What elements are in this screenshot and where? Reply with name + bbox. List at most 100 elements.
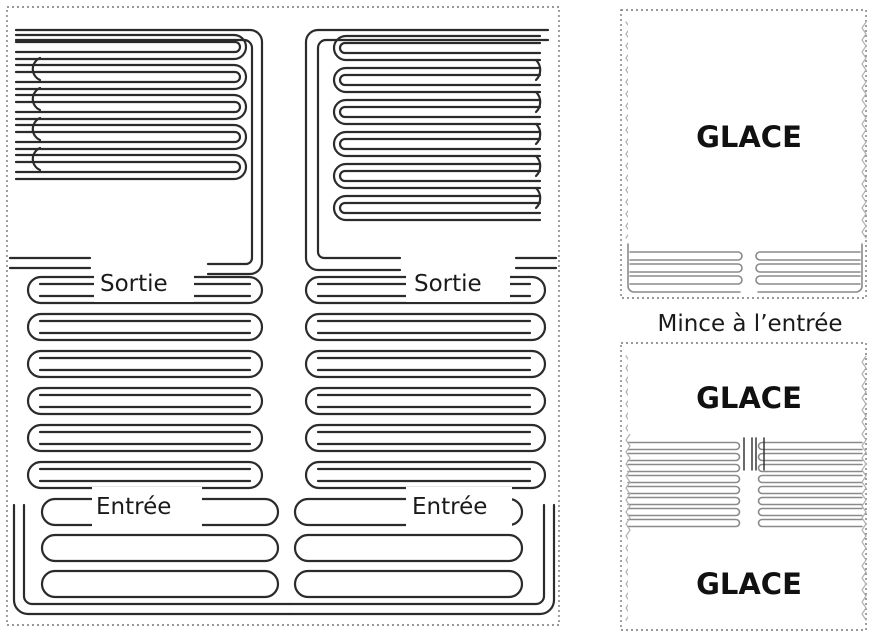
- bottom-right-panel-border: [620, 342, 867, 631]
- coil-small-bot-left: [627, 507, 741, 517]
- coil-small-top-right: [755, 263, 861, 273]
- coil-tr-outer: [332, 130, 542, 158]
- coil-br-loop: [293, 569, 524, 599]
- coil-mr-loop: [304, 386, 547, 416]
- coil-tl-outer: [14, 93, 248, 121]
- label-entree-right: Entrée: [412, 494, 487, 520]
- coil-ml-loop: [26, 386, 264, 416]
- coil-ml-loop: [26, 275, 264, 305]
- coil-tr-inner: [338, 137, 542, 151]
- coil-tl-outer: [14, 153, 248, 181]
- coil-small-bot-right: [757, 507, 863, 517]
- coil-small-bot-left: [627, 518, 741, 528]
- coil-tl-return: [14, 28, 264, 276]
- main-panel-border: [6, 6, 560, 626]
- coil-tl-inner: [14, 160, 242, 174]
- coil-bl-outer: [12, 503, 292, 616]
- coil-small-top-left: [629, 251, 743, 261]
- coil-mr-loop: [304, 460, 547, 490]
- ice-block-mid: [628, 352, 860, 434]
- coil-tl-inner: [14, 100, 242, 114]
- ice-block-bottom: [628, 538, 860, 622]
- coil-ml-loop: [26, 423, 264, 453]
- coil-bl-loop: [40, 497, 280, 527]
- coil-tl-left-bend: [31, 146, 42, 172]
- coil-bl-outer-inner: [22, 503, 292, 606]
- ice-edge-zigzag: [861, 21, 867, 239]
- coil-tl-outer: [14, 33, 248, 61]
- coil-small-top-right: [755, 251, 861, 261]
- coil-tr-inner: [338, 41, 542, 55]
- coil-bl-loop: [40, 569, 280, 599]
- coil-small-bot-right: [757, 518, 863, 528]
- coil-small-bot-left: [627, 474, 741, 484]
- label-bg-sortie-right: [406, 262, 510, 302]
- coil-tl-left-bend: [31, 116, 42, 142]
- coil-br-outer-inner: [288, 503, 546, 606]
- label-entree-left: Entrée: [96, 494, 171, 520]
- coil-tr-outer: [332, 98, 542, 126]
- coil-tl-outer: [14, 63, 248, 91]
- coil-small-bot-right: [757, 463, 863, 473]
- coil-tr-return: [304, 28, 550, 272]
- coil-tl-left-bend: [31, 56, 42, 82]
- coil-small-top-frame-r: [757, 243, 863, 293]
- coil-small-bot-right: [757, 485, 863, 495]
- coil-br-loop: [293, 533, 524, 563]
- coil-small-bot-left: [627, 496, 741, 506]
- coil-tr-return-inner: [316, 38, 550, 260]
- coil-group: [8, 21, 867, 621]
- coil-ml-loop: [26, 349, 264, 379]
- coil-tr-right-bend: [534, 154, 542, 178]
- coil-mr-loop: [304, 423, 547, 453]
- label-bg-sortie-left: [94, 262, 194, 302]
- coil-small-bot-left: [627, 441, 741, 451]
- ice-block-top: [628, 18, 860, 240]
- coil-small-bot-right: [757, 441, 863, 451]
- coil-small-bot-right: [757, 452, 863, 462]
- coil-small-top-left: [629, 263, 743, 273]
- label-bg-entree-left: [92, 487, 202, 527]
- coil-tr-right-bend: [534, 122, 542, 146]
- coil-tl-inner: [14, 40, 242, 54]
- coil-ml-loop: [26, 312, 264, 342]
- coil-small-top-right: [755, 275, 861, 285]
- coil-small-bot-left: [627, 463, 741, 473]
- label-sortie-left: Sortie: [100, 271, 168, 297]
- coil-tl-left-bend: [31, 86, 42, 112]
- coil-tl-inner: [14, 70, 242, 84]
- coil-small-bot-right: [757, 474, 863, 484]
- coil-small-bot-left: [627, 485, 741, 495]
- coil-mr-loop: [304, 312, 547, 342]
- caption-mince: Mince à l’entrée: [657, 311, 842, 337]
- coil-small-top-frame-l: [627, 243, 741, 293]
- glace-label-top: GLACE: [696, 120, 802, 154]
- glace-label-bottom: GLACE: [696, 567, 802, 601]
- coil-mr-loop: [304, 275, 547, 305]
- coil-tr-inner: [338, 201, 542, 215]
- coil-tl-inner: [14, 130, 242, 144]
- coil-small-top-left: [629, 275, 743, 285]
- coil-tr-outer: [332, 66, 542, 94]
- coil-tr-right-bend: [534, 186, 542, 210]
- ice-edge-zigzag: [625, 21, 631, 239]
- coil-mr-loop: [304, 349, 547, 379]
- label-bg-entree-right: [406, 487, 512, 527]
- coil-small-bot-right: [757, 496, 863, 506]
- coil-tr-right-bend: [534, 58, 542, 82]
- coil-small-bot-left: [627, 452, 741, 462]
- coil-tr-outer: [332, 34, 542, 62]
- coil-br-outer: [288, 503, 556, 616]
- label-sortie-right: Sortie: [414, 271, 482, 297]
- coil-ml-loop: [26, 460, 264, 490]
- ice-edge-zigzag: [861, 355, 867, 621]
- coil-tr-inner: [338, 105, 542, 119]
- glace-label-mid: GLACE: [696, 381, 802, 415]
- coil-small-bot-center: [743, 437, 765, 471]
- coil-tl-return-inner: [14, 38, 254, 266]
- coil-tr-outer: [332, 162, 542, 190]
- top-right-panel-border: [620, 9, 867, 299]
- coil-tr-inner: [338, 73, 542, 87]
